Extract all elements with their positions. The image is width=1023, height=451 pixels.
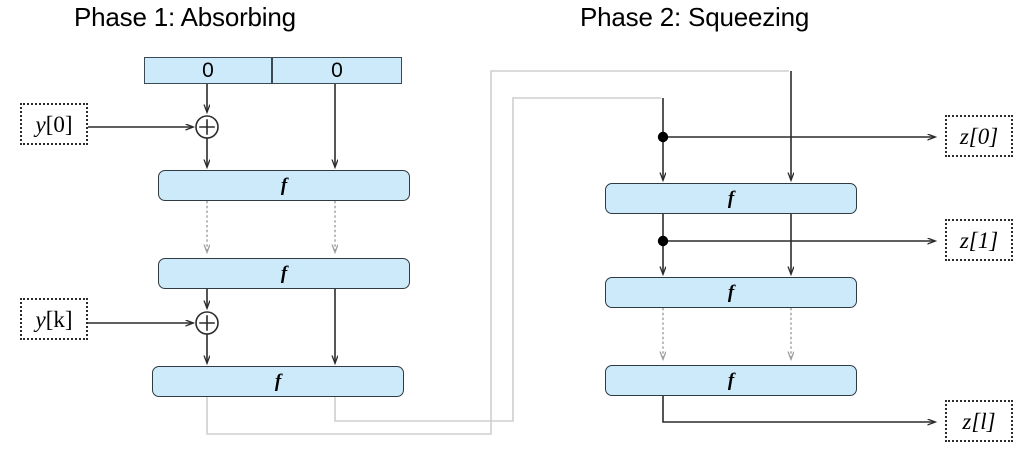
function-block-p2-f1: f (605, 183, 857, 214)
state-cell-capacity: 0 (272, 57, 402, 84)
feedback-rail-group (206, 70, 789, 435)
tap-dot-z0 (657, 131, 669, 143)
xor-node-group (195, 115, 219, 335)
tap-dot-z1 (657, 235, 669, 247)
output-zl-index: [l] (971, 408, 996, 434)
input-yk-index: [k] (45, 306, 73, 332)
input-y0-var: y (35, 111, 46, 137)
output-box-zl: z[l] (945, 400, 1013, 442)
wire-p2-f3-to-output-zl (662, 396, 935, 422)
input-box-y0: y[0] (20, 103, 88, 145)
output-z1-var: z (959, 227, 969, 253)
feedback-rail-capacity (334, 97, 661, 422)
phase2-ellipsis-links (663, 308, 791, 359)
function-block-p1-f1: f (158, 170, 410, 201)
phase1-ellipsis-links (207, 201, 335, 252)
phase-title-absorbing: Phase 1: Absorbing (74, 2, 296, 32)
feedback-rail-rate (206, 70, 789, 435)
input-yk-var: y (35, 306, 46, 332)
xor-node-1 (195, 115, 219, 139)
output-z1-index: [1] (968, 227, 999, 253)
tap-node-group (657, 131, 669, 247)
state-cell-rate: 0 (144, 57, 272, 84)
input-box-yk: y[k] (20, 298, 88, 340)
output-z0-var: z (959, 123, 969, 149)
function-block-p2-f2: f (605, 277, 857, 308)
output-z0-index: [0] (968, 123, 999, 149)
output-box-z0: z[0] (945, 115, 1013, 157)
xor-node-2 (195, 311, 219, 335)
phase-title-squeezing: Phase 2: Squeezing (580, 2, 810, 32)
phase2-wiring (663, 71, 935, 422)
output-zl-var: z (962, 408, 972, 434)
input-y0-index: [0] (45, 111, 73, 137)
output-box-z1: z[1] (945, 219, 1013, 261)
function-block-p1-f3: f (152, 366, 404, 397)
function-block-p1-f2: f (158, 258, 410, 289)
phase1-wiring (88, 84, 335, 363)
function-block-p2-f3: f (605, 365, 857, 396)
